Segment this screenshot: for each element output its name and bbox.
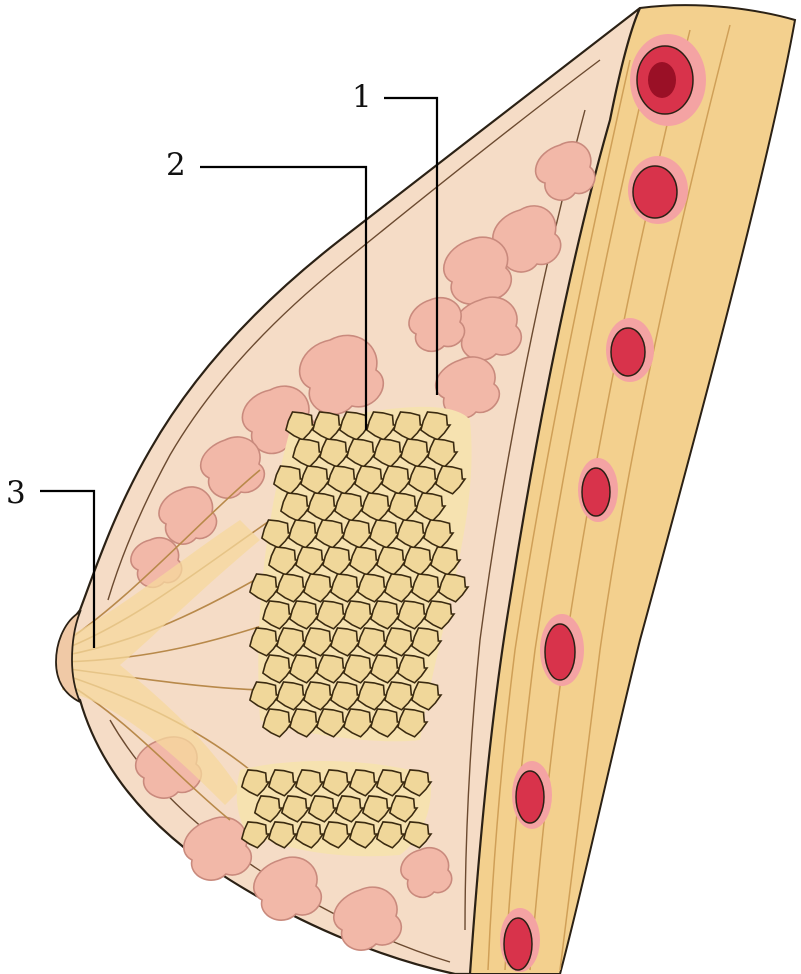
- rib: [540, 614, 584, 686]
- callout-label-1: 1: [352, 82, 372, 113]
- rib: [500, 908, 540, 972]
- rib: [512, 761, 552, 829]
- rib: [606, 318, 654, 382]
- callout-label-3: 3: [6, 478, 26, 509]
- rib: [578, 458, 618, 522]
- callout-label-2: 2: [166, 150, 186, 181]
- rib: [630, 34, 706, 126]
- rib: [628, 156, 688, 224]
